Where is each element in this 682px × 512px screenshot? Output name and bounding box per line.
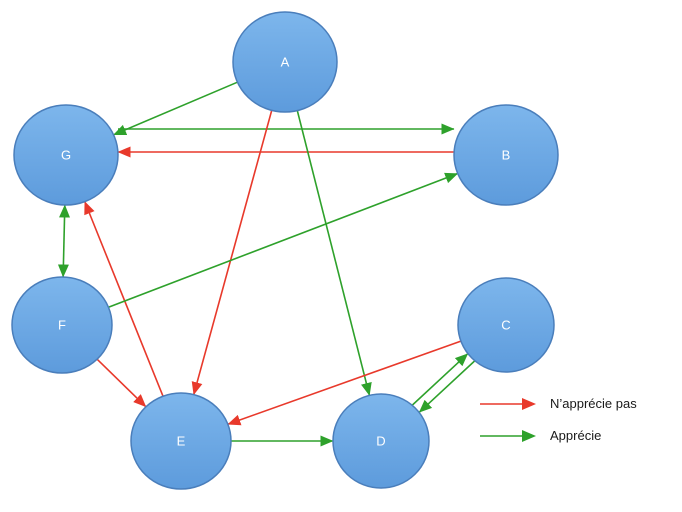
node-circle-E bbox=[130, 392, 232, 490]
node-circle-D bbox=[332, 393, 430, 489]
edge-F-E-n_apprecie_pas bbox=[96, 358, 147, 408]
node-label-C: C bbox=[501, 318, 510, 333]
edge-E-G-n_apprecie_pas bbox=[84, 201, 164, 397]
node-circle-G bbox=[13, 104, 119, 206]
legend-label-napprecie: N’apprécie pas bbox=[550, 396, 637, 411]
node-circle-B bbox=[453, 104, 559, 206]
node-D: D bbox=[332, 393, 430, 489]
node-circle-F bbox=[11, 276, 113, 374]
node-label-E: E bbox=[177, 434, 186, 449]
legend: N’apprécie pas Apprécie bbox=[478, 396, 637, 443]
legend-item-apprecie: Apprécie bbox=[478, 428, 637, 443]
green-arrow-icon bbox=[480, 429, 536, 442]
edge-D-C-apprecie bbox=[411, 353, 469, 406]
node-label-F: F bbox=[58, 318, 66, 333]
node-label-A: A bbox=[281, 55, 290, 70]
node-label-G: G bbox=[61, 148, 71, 163]
node-G: G bbox=[13, 104, 119, 206]
edge-C-E-n_apprecie_pas bbox=[227, 340, 462, 426]
node-B: B bbox=[453, 104, 559, 206]
node-F: F bbox=[11, 276, 113, 374]
edge-A-D-apprecie bbox=[296, 110, 372, 396]
node-C: C bbox=[457, 277, 555, 373]
node-E: E bbox=[130, 392, 232, 490]
edge-G-F-apprecie bbox=[57, 204, 71, 278]
red-arrow-icon bbox=[480, 397, 536, 410]
edge-A-E-n_apprecie_pas bbox=[191, 110, 273, 396]
edge-A-G-apprecie bbox=[113, 81, 238, 136]
node-circle-C bbox=[457, 277, 555, 373]
edge-C-D-apprecie bbox=[418, 360, 476, 413]
legend-item-napprecie: N’apprécie pas bbox=[478, 396, 637, 411]
legend-label-apprecie: Apprécie bbox=[550, 428, 602, 443]
node-label-B: B bbox=[502, 148, 511, 163]
node-label-D: D bbox=[376, 434, 385, 449]
edge-F-B-apprecie bbox=[108, 172, 459, 308]
node-circle-A bbox=[232, 11, 338, 113]
node-A: A bbox=[232, 11, 338, 113]
